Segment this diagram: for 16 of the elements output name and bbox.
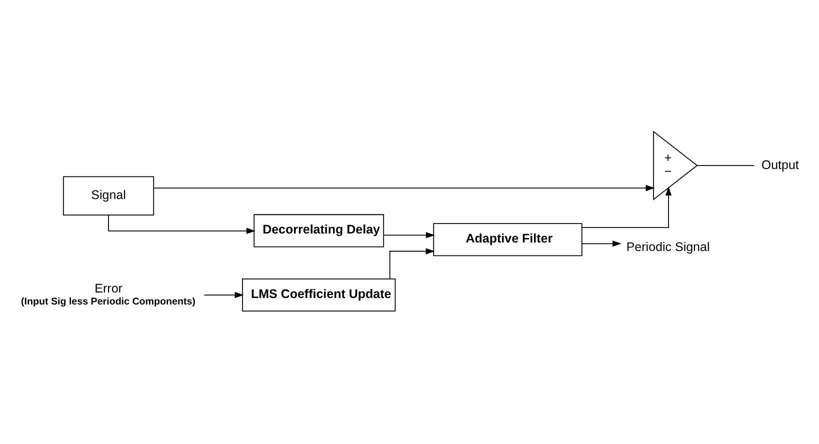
arrow bbox=[582, 186, 672, 228]
connector bbox=[696, 165, 755, 166]
node-text: Error bbox=[94, 282, 122, 296]
arrow bbox=[153, 184, 655, 192]
arrow bbox=[389, 248, 435, 280]
node-box: Decorrelating Delay bbox=[254, 214, 384, 248]
arrow bbox=[108, 215, 256, 234]
node-box: Adaptive Filter bbox=[433, 223, 582, 256]
node-box: LMS Coefficient Update bbox=[242, 278, 396, 312]
arrow bbox=[383, 232, 435, 238]
node-box: Signal bbox=[62, 176, 154, 216]
arrow bbox=[204, 292, 244, 298]
node-text: Output bbox=[761, 158, 799, 172]
node-text: Periodic Signal bbox=[626, 240, 710, 254]
node-label: (Input Sig less Periodic Components) bbox=[20, 296, 196, 308]
arrow bbox=[582, 240, 622, 247]
